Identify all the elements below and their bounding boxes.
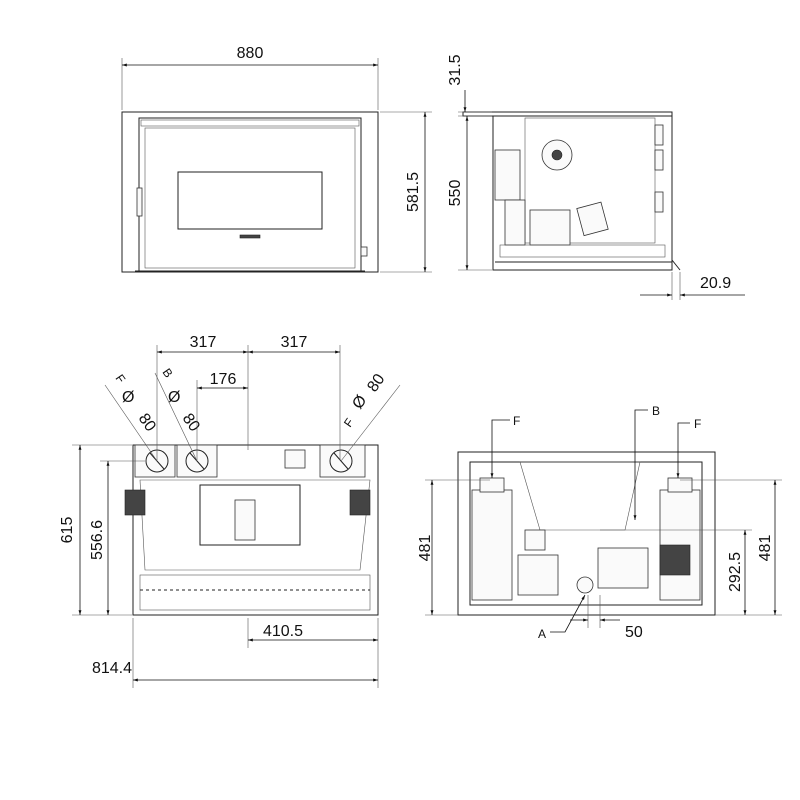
glass-window (177, 171, 323, 230)
dimension-side-height: 550 (447, 180, 464, 207)
dimension-left-height: 481 (417, 535, 434, 562)
diameter-symbol: Ø (168, 389, 180, 406)
combustion-fan (234, 499, 256, 541)
label-f-left: F (513, 414, 520, 428)
rear-view: F Ø 80 B Ø 80 80 Ø F 317 317 176 615 556… (59, 334, 401, 688)
outlet-size-f-right: 80 (364, 371, 388, 395)
outlet-label-b: B (160, 366, 176, 381)
side-view: 31.5 550 20.9 (447, 54, 745, 300)
outlet-size-f-left: 80 (135, 411, 159, 435)
dimension-center-offset: 410.5 (263, 623, 303, 640)
dimension-total-height: 615 (59, 517, 76, 544)
front-view: 880 581.5 (121, 45, 432, 273)
label-a: A (538, 627, 546, 641)
dimension-right-height: 481 (757, 535, 774, 562)
diameter-symbol: Ø (122, 389, 134, 406)
dimension-top-offset: 31.5 (447, 54, 464, 85)
outlet-size-b: 80 (179, 411, 203, 435)
dimension-right-spacing: 317 (281, 334, 308, 351)
dimension-outlet-height: 556.6 (89, 520, 106, 560)
label-b: B (652, 404, 660, 418)
dimension-rear-offset: 20.9 (700, 275, 731, 292)
diameter-symbol: Ø (349, 392, 370, 412)
dimension-height: 581.5 (405, 172, 422, 212)
a-connection (576, 576, 594, 594)
top-view: F B F A 481 481 292.5 50 (417, 404, 782, 641)
dimension-a-height: 292.5 (727, 552, 744, 592)
outlet-label-f-right: F (341, 416, 357, 430)
dimension-inner-spacing: 176 (210, 371, 237, 388)
dimension-a-offset: 50 (625, 624, 643, 641)
dimension-total-width: 814.4 (92, 660, 132, 677)
dimension-left-spacing: 317 (190, 334, 217, 351)
control-panel (360, 246, 368, 257)
dimension-width: 880 (237, 45, 264, 62)
outlet-label-f-left: F (113, 372, 129, 386)
label-f-right: F (694, 417, 701, 431)
